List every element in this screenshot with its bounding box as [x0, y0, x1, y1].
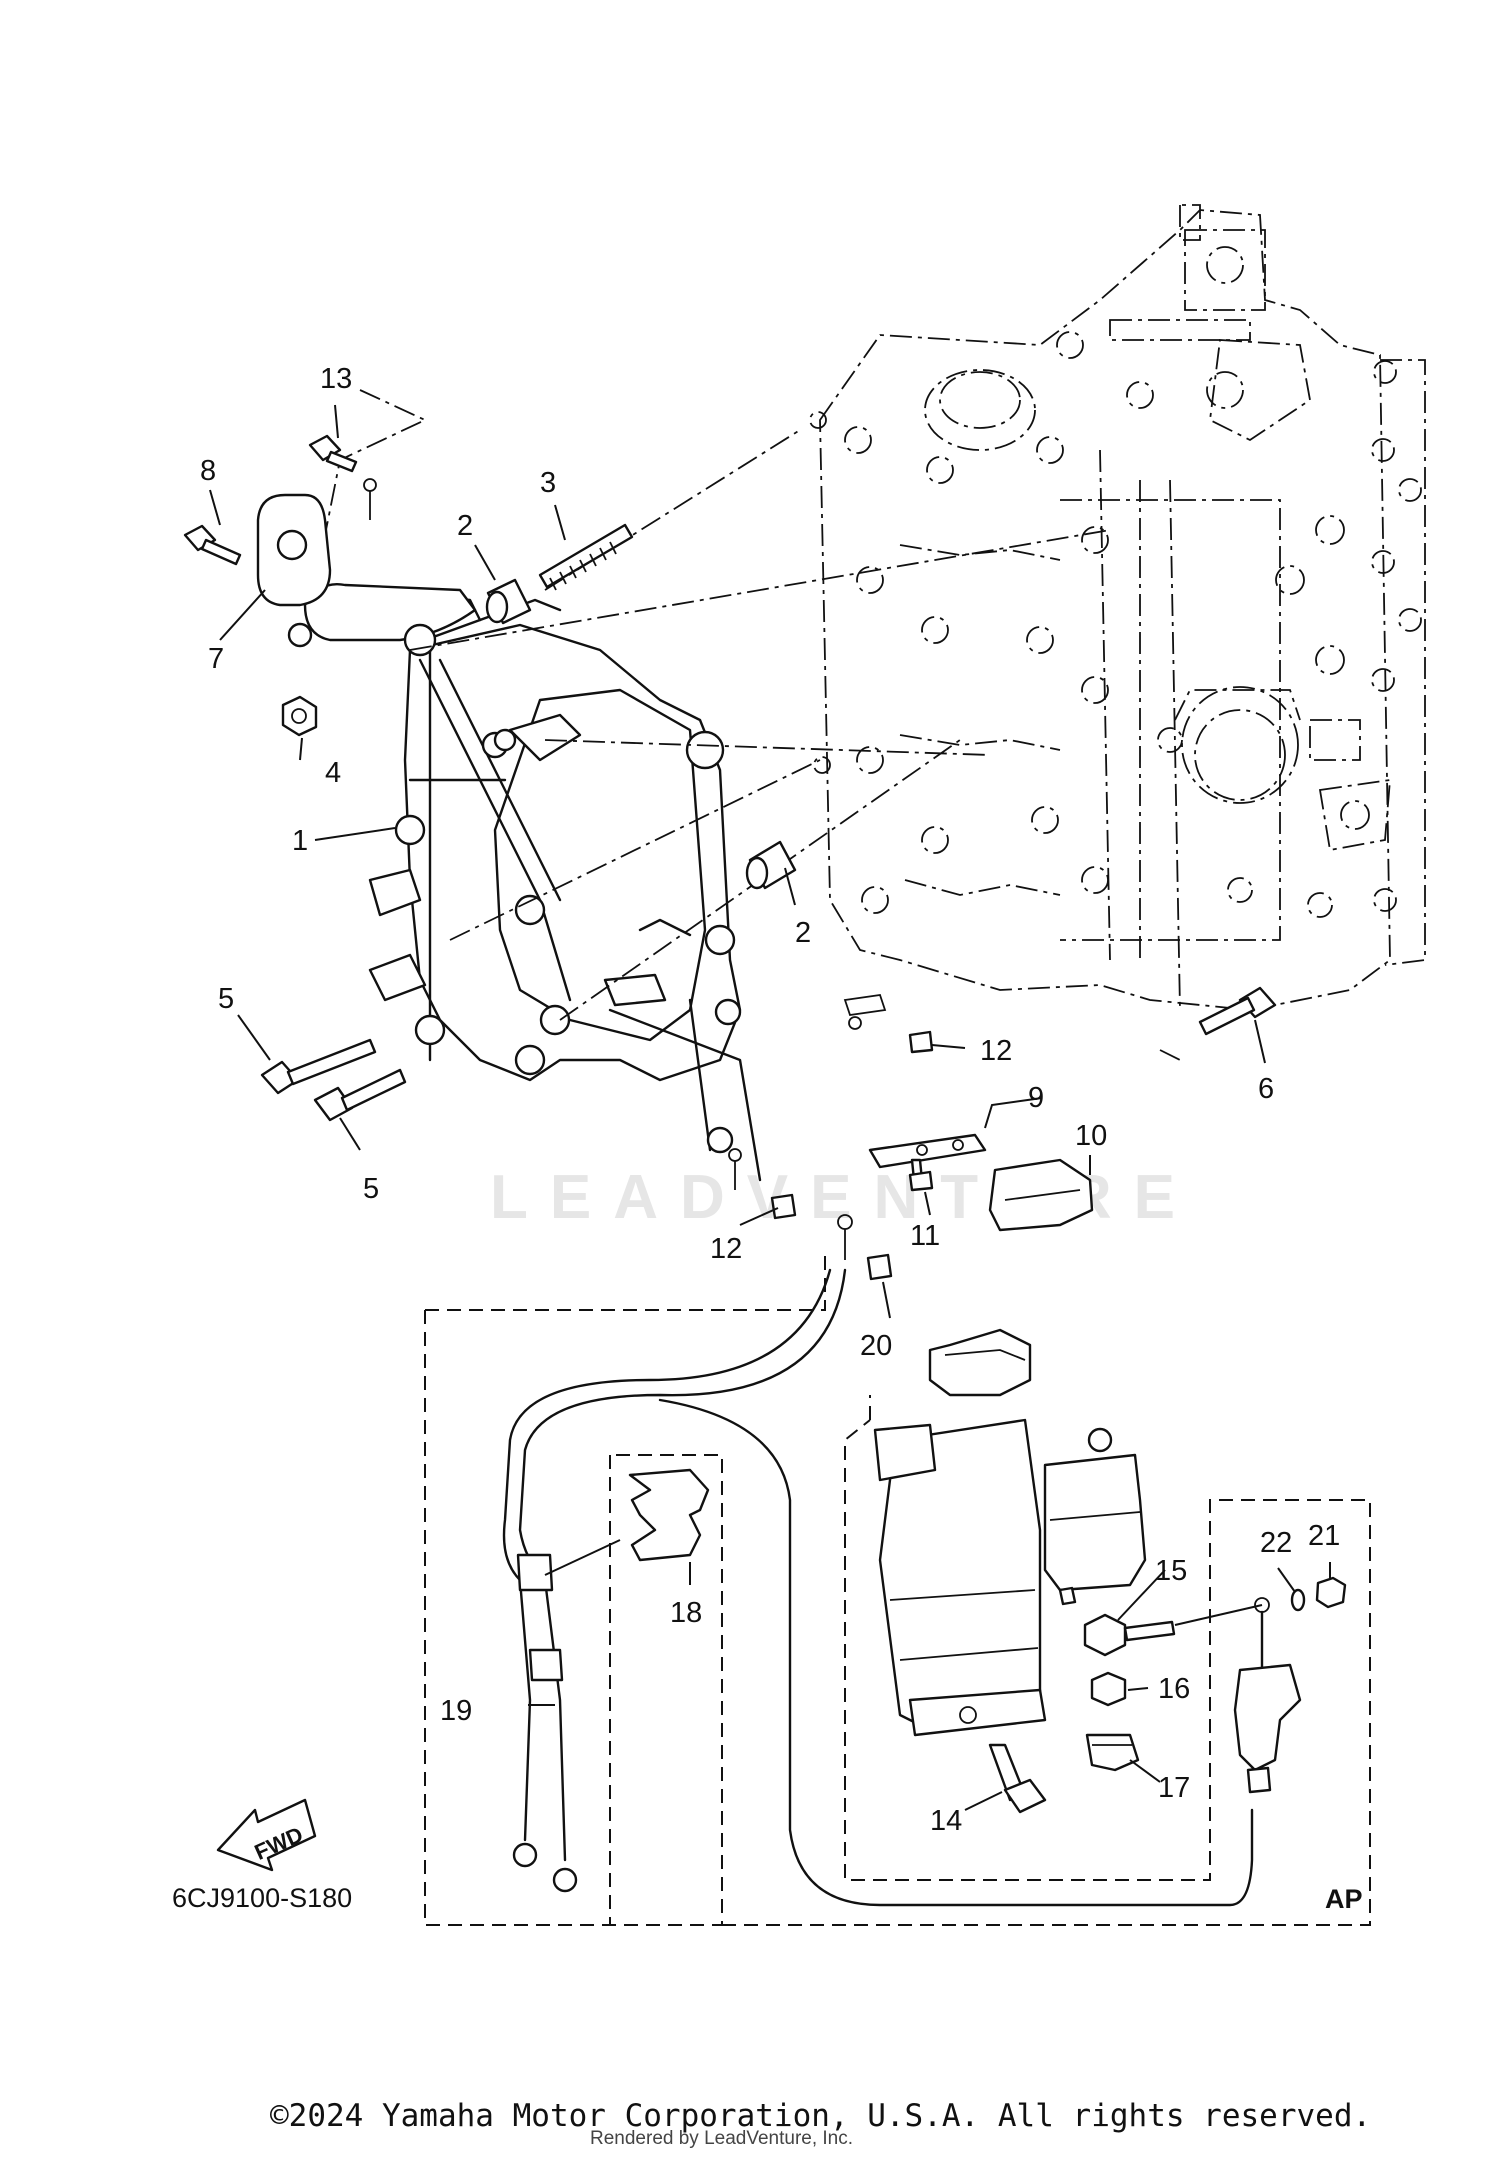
callout-22: 22 [1260, 1527, 1292, 1559]
callout-10: 10 [1075, 1120, 1107, 1152]
fwd-arrow-icon: FWD [216, 1798, 317, 1872]
part-16-nut [1090, 1671, 1127, 1707]
part-8-bolt [183, 524, 242, 566]
part-2-spacer-lower [745, 840, 797, 890]
callout-19: 19 [440, 1695, 472, 1727]
part-18-clip [628, 1468, 710, 1562]
part-22-washer [1290, 1588, 1306, 1612]
callout-9: 9 [1028, 1082, 1044, 1114]
part-11-screw [908, 1158, 934, 1192]
callout-16: 16 [1158, 1673, 1190, 1705]
callout-13: 13 [320, 363, 352, 395]
part-5-bolt-lower [313, 1068, 407, 1122]
callout-2-lower: 2 [795, 917, 811, 949]
callout-21: 21 [1308, 1520, 1340, 1552]
alignment-lines [319, 389, 1181, 1061]
callout-5-lower: 5 [363, 1173, 379, 1205]
part-2-spacer-upper [485, 578, 532, 625]
callout-12-lower: 12 [710, 1233, 742, 1265]
part-9-plate [868, 1133, 987, 1169]
part-7-plate [256, 493, 332, 607]
callout-3: 3 [540, 467, 556, 499]
part-12-screw-upper [843, 994, 934, 1054]
part-14-bolt [988, 1743, 1047, 1814]
part-20-screw [837, 1214, 893, 1281]
copyright-notice: ©2024 Yamaha Motor Corporation, U.S.A. A… [270, 2098, 1372, 2134]
starter-motor [873, 1328, 1147, 1737]
callout-12-upper: 12 [980, 1035, 1012, 1067]
callout-8: 8 [200, 455, 216, 487]
diagram-code: 6CJ9100-S180 [172, 1883, 352, 1913]
callout-11: 11 [910, 1220, 940, 1252]
ap-label: AP [1325, 1884, 1363, 1914]
callout-15: 15 [1155, 1555, 1187, 1587]
rendered-by-credit: Rendered by LeadVenture, Inc. [590, 2128, 854, 2149]
callouts: 1 2 2 3 4 5 5 6 7 8 9 10 11 12 12 13 14 … [200, 363, 1340, 1837]
callout-14: 14 [930, 1805, 962, 1837]
part-4-nut [281, 695, 318, 737]
callout-2-upper: 2 [457, 510, 473, 542]
callout-7: 7 [208, 643, 224, 675]
part-19-cable [502, 1268, 1254, 1907]
part-12-screw-lower [728, 1148, 797, 1220]
callout-17: 17 [1158, 1772, 1190, 1804]
engine-block-outline [809, 204, 1426, 1011]
part-15-terminal-bolt [1083, 1613, 1176, 1657]
part-10-clamp [988, 1158, 1094, 1232]
leader-lines [209, 404, 1331, 1811]
part-17-cap [1085, 1733, 1140, 1772]
part-6-bolt [1198, 986, 1277, 1036]
callout-1: 1 [292, 825, 308, 857]
cable-group-box [424, 1250, 1371, 1926]
part-5-bolt-upper [260, 1038, 377, 1095]
callout-20: 20 [860, 1330, 892, 1362]
callout-5-upper: 5 [218, 983, 234, 1015]
callout-4: 4 [325, 757, 341, 789]
part-21-nut [1315, 1576, 1347, 1609]
part-3-stud-bolt [538, 523, 634, 591]
callout-18: 18 [670, 1597, 702, 1629]
callout-6: 6 [1258, 1073, 1274, 1105]
plus-cable-boot [1233, 1597, 1302, 1794]
part-13-bolt [308, 434, 377, 520]
bracket-assembly [287, 583, 762, 1182]
